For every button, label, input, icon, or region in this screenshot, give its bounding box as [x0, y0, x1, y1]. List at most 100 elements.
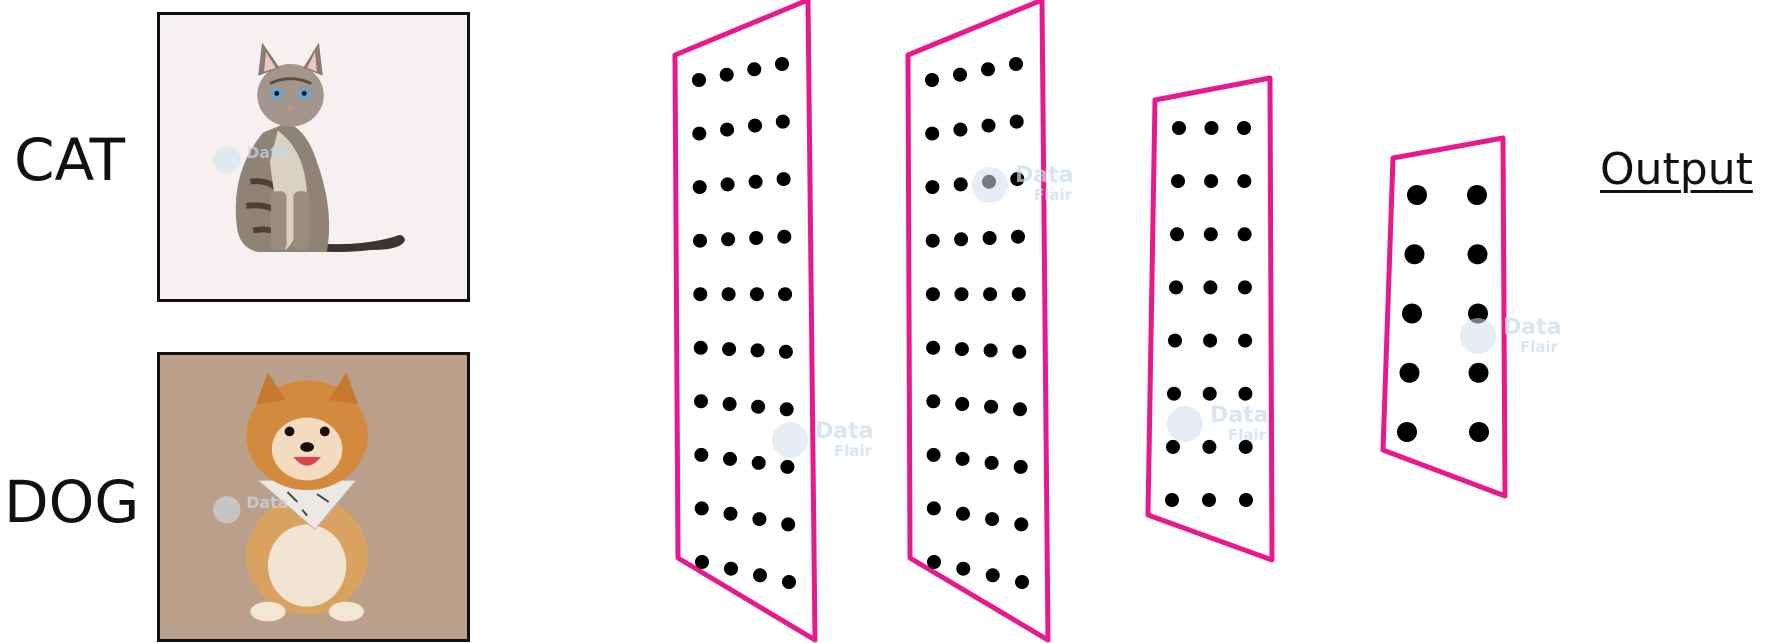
layer-2-neuron	[956, 507, 970, 521]
watermark-text: Flair	[1034, 186, 1073, 204]
layer-2-neuron	[983, 231, 997, 245]
layer-4-neuron	[1405, 244, 1425, 264]
layer-1-neuron	[692, 73, 706, 87]
layer-1-neuron	[751, 400, 765, 414]
layer-2-neuron	[955, 397, 969, 411]
layer-3-neuron	[1203, 280, 1217, 294]
layer-2-neuron	[1015, 575, 1029, 589]
layer-3-neuron	[1172, 121, 1186, 135]
layer-3-neuron	[1239, 493, 1253, 507]
layer-2-neuron	[956, 452, 970, 466]
layer-3-neuron	[1202, 440, 1216, 454]
layer-2-neuron	[983, 287, 997, 301]
layer-2-neuron	[926, 394, 940, 408]
watermark-logo: Data Flair	[1460, 315, 1561, 356]
layer-1-neuron	[694, 448, 708, 462]
layer-3-neuron	[1165, 493, 1179, 507]
layer-4-neuron	[1402, 304, 1422, 324]
layer-1-neuron	[723, 452, 737, 466]
layer-1-neuron	[753, 568, 767, 582]
layer-2-neuron	[1011, 230, 1025, 244]
layer-1-neuron	[693, 234, 707, 248]
layer-1-neuron	[749, 231, 763, 245]
watermark-text: Data	[1210, 403, 1268, 428]
layer-1-neuron	[776, 115, 790, 129]
layer-3-neuron	[1237, 174, 1251, 188]
layer-2-neuron	[956, 562, 970, 576]
layer-1-neuron	[780, 460, 794, 474]
layer-2-neuron	[955, 287, 969, 301]
layer-1-neuron	[752, 512, 766, 526]
layer-2-neuron	[981, 62, 995, 76]
layer-3-outline	[1148, 78, 1272, 560]
layer-3-neuron	[1203, 334, 1217, 348]
watermark-text: Flair	[1520, 338, 1559, 356]
layer-2-neuron	[953, 123, 967, 137]
layer-4-neuron	[1397, 422, 1417, 442]
layer-2-neuron	[982, 119, 996, 133]
layer-2-neuron	[1014, 460, 1028, 474]
layer-2-neuron	[986, 568, 1000, 582]
layer-4-neuron	[1469, 422, 1489, 442]
layer-2-neuron	[1010, 115, 1024, 129]
layer-1-neuron	[721, 232, 735, 246]
layer-1-neuron	[694, 394, 708, 408]
watermark-logo: Data Flair	[1167, 403, 1268, 444]
layer-2-neuron	[985, 456, 999, 470]
layer-2-neuron	[1012, 287, 1026, 301]
layer-4-neuron	[1469, 363, 1489, 383]
watermark-text: Flair	[834, 442, 873, 460]
layer-1-neuron	[775, 57, 789, 71]
layer-2-neuron	[926, 234, 940, 248]
layer-1-neuron	[721, 177, 735, 191]
layer-1-neuron	[724, 562, 738, 576]
layer-1-neuron	[777, 230, 791, 244]
layer-2-neuron	[1013, 402, 1027, 416]
layer-3-neuron	[1203, 387, 1217, 401]
layer-1-neuron	[720, 123, 734, 137]
layer-3-neuron	[1205, 121, 1219, 135]
layer-2-neuron	[927, 555, 941, 569]
layer-2-outline	[908, 0, 1048, 640]
layer-2-neuron	[927, 448, 941, 462]
layer-4-neuron	[1400, 363, 1420, 383]
layer-1-neuron	[695, 555, 709, 569]
layer-2-neuron	[953, 68, 967, 82]
layer-3-neuron	[1168, 334, 1182, 348]
layer-1-neuron	[720, 68, 734, 82]
layer-2-neuron	[954, 177, 968, 191]
layer-3-neuron	[1204, 174, 1218, 188]
layer-1-neuron	[747, 62, 761, 76]
layer-2-neuron	[927, 501, 941, 515]
layer-2-neuron	[1009, 57, 1023, 71]
layer-1-neuron	[693, 180, 707, 194]
layer-1-neuron	[750, 287, 764, 301]
layer-2-neuron	[954, 232, 968, 246]
layer-1-outline	[675, 0, 815, 640]
layer-3-neuron	[1204, 227, 1218, 241]
layer-1-neuron	[780, 402, 794, 416]
layer-3-neuron	[1238, 280, 1252, 294]
layer-1-neuron	[694, 341, 708, 355]
layer-2-neuron	[925, 127, 939, 141]
layer-1-neuron	[722, 342, 736, 356]
layer-1-neuron	[723, 397, 737, 411]
layer-2-neuron	[985, 512, 999, 526]
layer-1-neuron	[693, 287, 707, 301]
layer-3-neuron	[1237, 121, 1251, 135]
layer-1-neuron	[752, 456, 766, 470]
layer-4-neuron	[1468, 244, 1488, 264]
layer-3-neuron	[1238, 387, 1252, 401]
watermark-logo: Data Flair	[772, 419, 873, 460]
layer-1-neuron	[724, 507, 738, 521]
layer-1-neuron	[778, 287, 792, 301]
layer-2-neuron	[926, 287, 940, 301]
layer-4-neuron	[1407, 185, 1427, 205]
layer-1-neuron	[751, 343, 765, 357]
layer-3-neuron	[1167, 387, 1181, 401]
watermark-text: Data	[815, 419, 873, 444]
layer-3-neuron	[1166, 440, 1180, 454]
layer-3-neuron	[1238, 334, 1252, 348]
layer-3-neuron	[1202, 493, 1216, 507]
